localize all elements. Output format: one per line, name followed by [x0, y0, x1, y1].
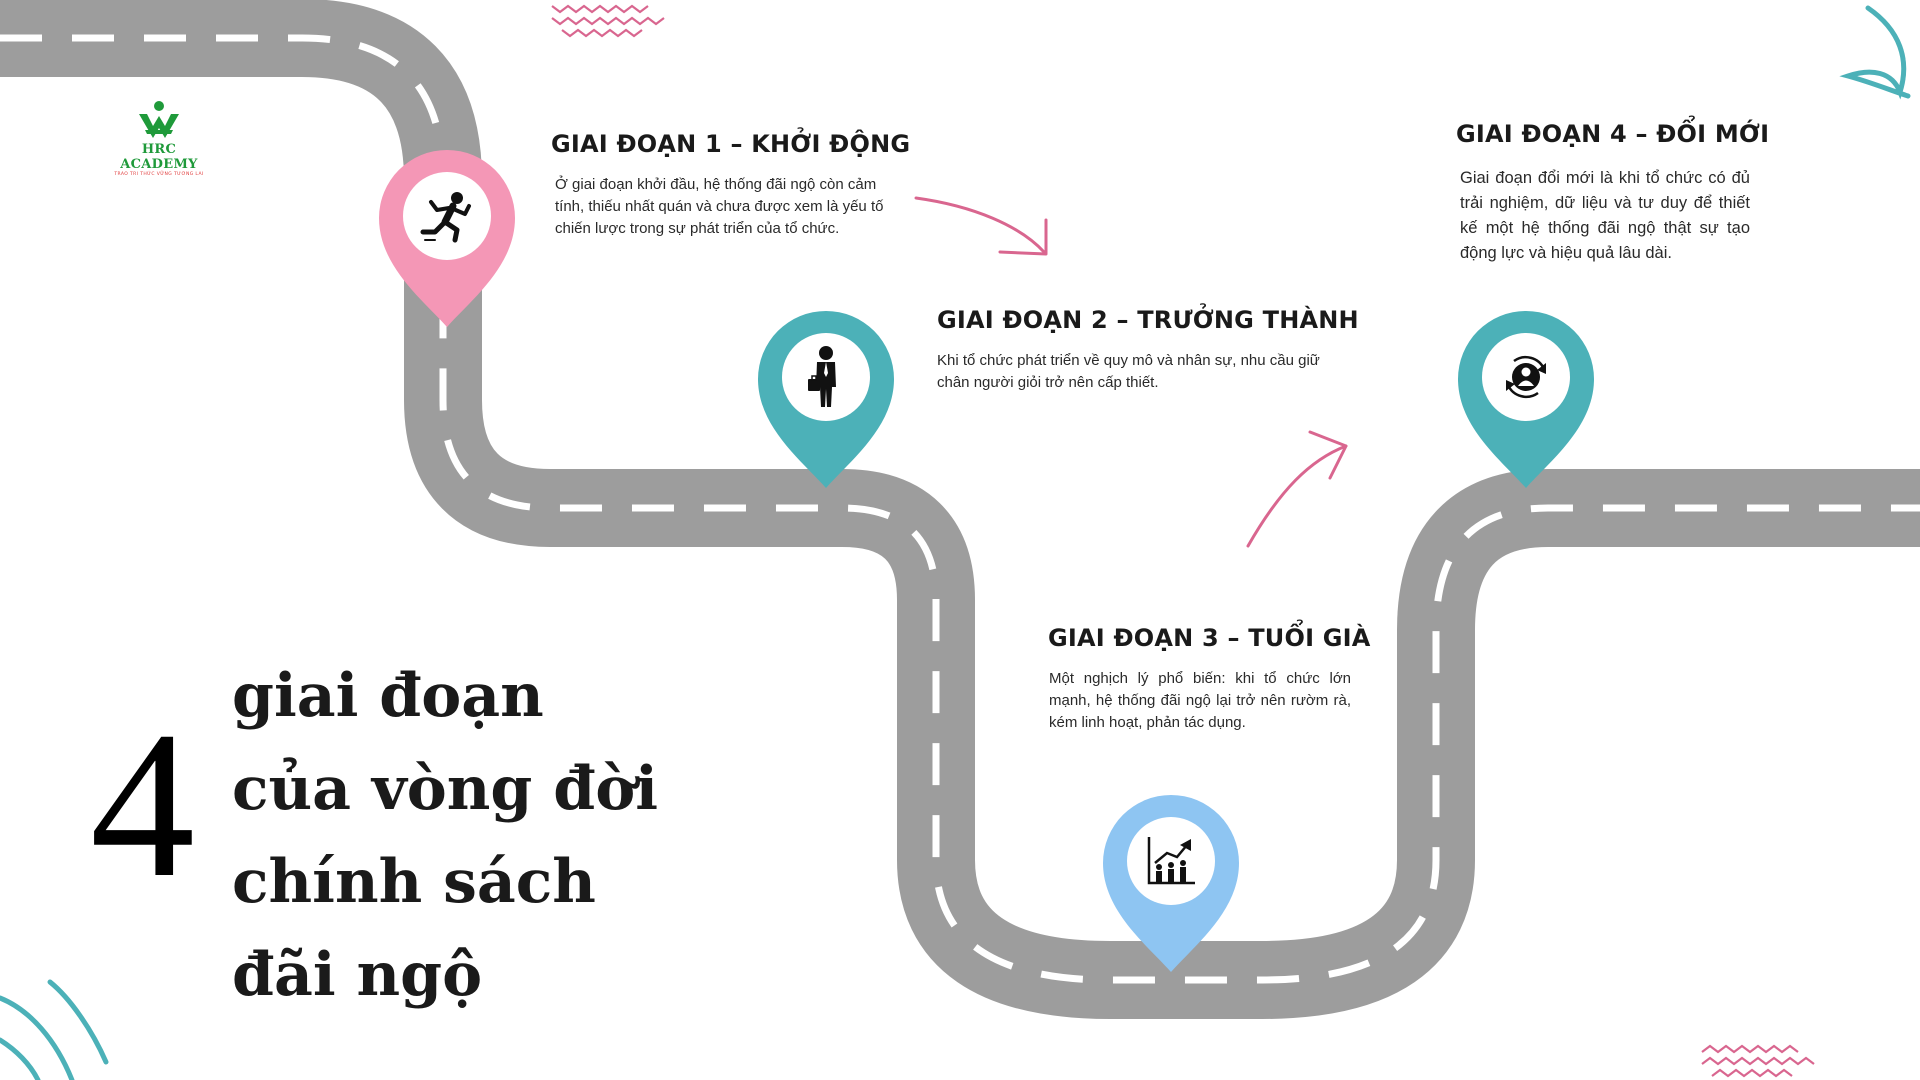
stage-4-title: GIAI ĐOẠN 4 – ĐỔI MỚI: [1456, 120, 1770, 148]
decorative-zigzag-top: [551, 4, 665, 38]
stage-3-description: Một nghịch lý phổ biến: khi tổ chức lớn …: [1049, 670, 1351, 731]
arrow-stage3-to-stage4: [1246, 430, 1348, 548]
stage-4-description: Giai đoạn đổi mới là khi tổ chức có đủ t…: [1460, 169, 1750, 262]
headline-line-4: đãi ngộ: [232, 940, 483, 1010]
brand-tagline: TRAO TRI THỨC VỮNG TƯƠNG LAI: [114, 172, 204, 177]
brand-logo: HRC ACADEMY TRAO TRI THỨC VỮNG TƯƠNG LAI: [104, 98, 214, 177]
arrow-stage1-to-stage2: [914, 196, 1048, 256]
stage-3-title: GIAI ĐOẠN 3 – TUỔI GIÀ: [1048, 624, 1371, 652]
logo-mark: [139, 101, 179, 138]
headline-number: 4: [90, 689, 195, 921]
map-pin-stage-1: [379, 150, 515, 327]
stage-1-description: Ở giai đoạn khởi đầu, hệ thống đãi ngộ c…: [555, 176, 884, 237]
businessman-icon: [808, 346, 836, 407]
stage-1-title: GIAI ĐOẠN 1 – KHỞI ĐỘNG: [551, 130, 911, 158]
decorative-squiggle-top-right: [1839, 5, 1911, 100]
user-cycle-icon: [1506, 356, 1546, 398]
map-pin-stage-4: [1458, 311, 1594, 488]
growth-chart-people-icon: [1147, 837, 1195, 885]
map-pin-stage-2: [758, 311, 894, 488]
brand-name: HRC ACADEMY: [120, 142, 198, 172]
stage-2-title: GIAI ĐOẠN 2 – TRƯỞNG THÀNH: [937, 306, 1359, 334]
decorative-strokes-bottom-left: [0, 979, 109, 1080]
headline-line-3: chính sách: [232, 847, 596, 917]
headline-line-1: giai đoạn: [232, 661, 544, 731]
headline: giai đoạn của vòng đời chính sách đãi ng…: [232, 650, 658, 1022]
running-person-icon: [420, 192, 471, 243]
stage-2-description: Khi tổ chức phát triển về quy mô và nhân…: [937, 352, 1320, 391]
decorative-zigzag-bottom: [1701, 1044, 1815, 1078]
headline-line-2: của vòng đời: [232, 754, 659, 824]
